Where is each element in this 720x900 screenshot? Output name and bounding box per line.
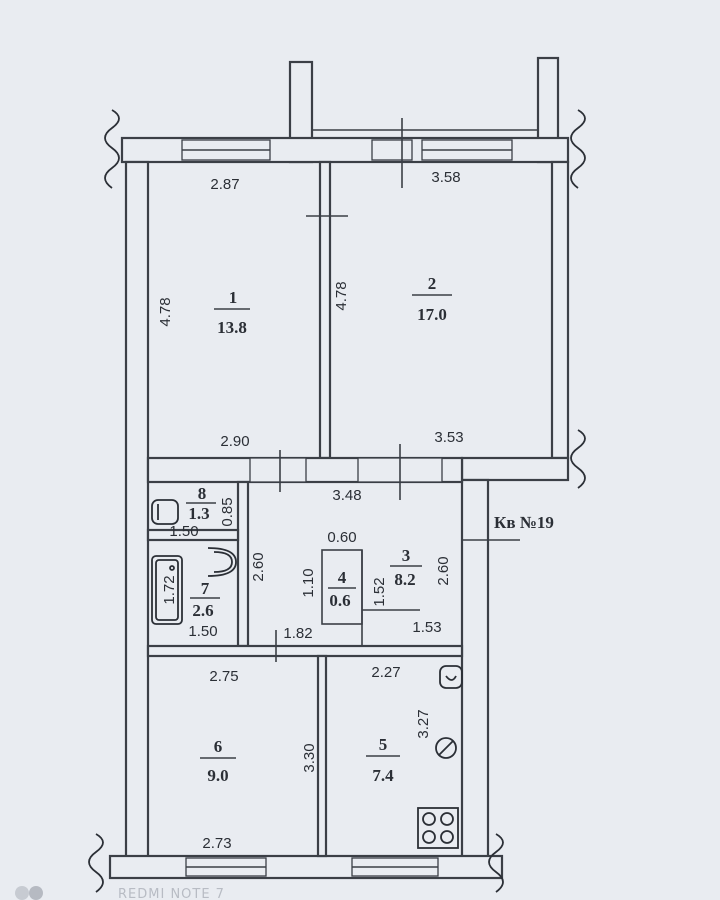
dim-kitchen-right: 3.27 [415,709,432,738]
toilet-icon [151,499,179,525]
dim-hall-bottom-right: 1.53 [412,619,441,636]
room-8-area: 1.3 [188,504,209,523]
kitchen-sink-icon [439,665,463,689]
sink-icon [207,547,237,577]
room-5-area: 7.4 [372,766,394,785]
dim-room6-top: 2.75 [209,668,238,685]
room-labels: 1 13.8 2 17.0 3 8.2 4 0.6 5 7.4 6 9.0 7 … [186,274,452,785]
dim-bath-width: 1.50 [188,623,217,640]
apartment-label: Кв №19 [494,513,554,532]
dim-wc-height: 0.85 [219,497,236,526]
interior-walls [146,118,520,858]
room-4-number: 4 [338,568,347,587]
dim-wc-width: 1.50 [169,523,198,540]
dim-room1-top: 2.87 [210,176,239,193]
dim-bathtub: 1.72 [161,575,178,604]
room-8-number: 8 [198,484,207,503]
room-7-number: 7 [201,579,210,598]
room-5-number: 5 [379,735,388,754]
dim-room2-bottom: 3.53 [434,429,463,446]
dim-hall-right: 2.60 [435,556,452,585]
room-2-number: 2 [428,274,437,293]
room-3-number: 3 [402,546,411,565]
dim-hall-bottom-left: 1.82 [283,625,312,642]
room-4-area: 0.6 [329,591,350,610]
bathtub-icon [151,555,183,625]
dim-room6-right: 3.30 [301,743,318,772]
stove-icon [417,807,459,849]
dim-room6-bottom: 2.73 [202,835,231,852]
dimension-labels: 2.87 3.58 4.78 4.78 2.90 3.53 3.48 2.60 … [157,169,464,852]
dim-room1-bottom: 2.90 [220,433,249,450]
dim-hall-top: 3.48 [332,487,361,504]
camera-watermark: REDMI NOTE 7 [15,886,225,900]
room-2-area: 17.0 [417,305,447,324]
room-3-area: 8.2 [394,570,415,589]
dim-room1-left: 4.78 [157,297,174,326]
break-symbols [88,109,586,893]
dim-room2-left: 4.78 [333,281,350,310]
room-1-number: 1 [229,288,238,307]
room-6-number: 6 [214,737,223,756]
watermark-text: REDMI NOTE 7 [118,887,225,900]
balcony-door [371,139,413,161]
dim-closet-top: 0.60 [327,529,356,546]
dim-kitchen-top: 2.27 [371,664,400,681]
dim-closet-left: 1.10 [300,568,317,597]
room-6-area: 9.0 [207,766,228,785]
dim-room2-top: 3.58 [431,169,460,186]
dim-closet-right: 1.52 [371,577,388,606]
dim-hall-left: 2.60 [250,552,267,581]
gas-meter-icon [435,737,457,759]
room-7-area: 2.6 [192,601,213,620]
room-1-area: 13.8 [217,318,247,337]
